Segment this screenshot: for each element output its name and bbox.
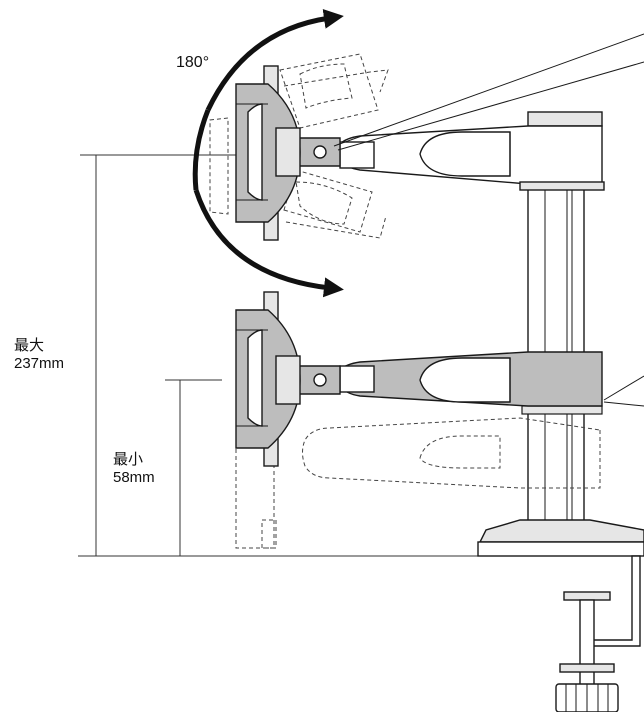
lower-arm <box>289 351 603 407</box>
rotation-arc <box>192 109 211 191</box>
upper-arm <box>289 111 605 191</box>
base-clamp <box>477 519 644 713</box>
rotation-arrow-lower <box>193 189 344 298</box>
upper-monitor-mount <box>235 65 301 241</box>
lower-monitor-mount <box>235 291 301 467</box>
min-height-title: 最小 <box>113 451 144 468</box>
max-height-title: 最大 <box>14 337 45 354</box>
ghost-monitors-rotation <box>209 53 389 239</box>
ghost-arm-lowest <box>235 417 601 549</box>
min-height-label: 最小 58mm <box>113 451 155 487</box>
callout-lines <box>333 33 644 407</box>
rotation-angle-label: 180° <box>176 54 210 71</box>
min-height-value: 58mm <box>113 469 155 486</box>
max-height-label: 最大 237mm <box>14 337 64 373</box>
rotation-arrow-upper <box>205 8 344 112</box>
max-height-value: 237mm <box>14 355 65 372</box>
